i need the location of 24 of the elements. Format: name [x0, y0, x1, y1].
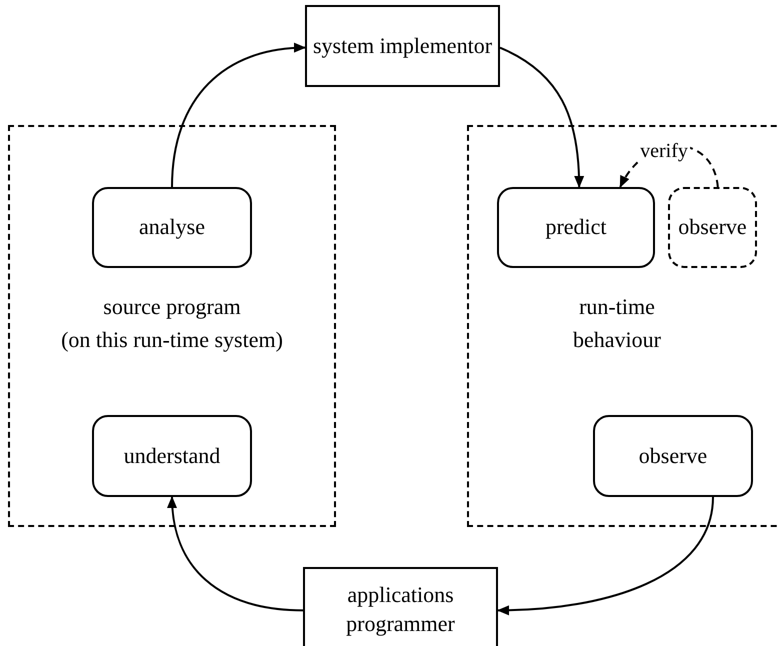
dashed-region [8, 125, 336, 527]
region-label: run-time behaviour [572, 293, 662, 354]
rounded-box [92, 187, 252, 268]
dashed-region [467, 125, 779, 527]
process-box [303, 567, 498, 646]
arrow [497, 496, 714, 616]
edge-label: verify [638, 141, 690, 161]
region-label: source program [103, 293, 241, 321]
rounded-box [92, 415, 252, 497]
arrow [171, 43, 306, 188]
node-label: system implementor [312, 32, 494, 60]
arrow [168, 496, 304, 612]
node-label: understand [122, 442, 222, 470]
rounded-box [497, 187, 655, 268]
node-label: predict [544, 213, 608, 242]
node-label: applications programmer [345, 580, 456, 638]
node-label: analyse [138, 213, 206, 242]
node-label: observe [638, 442, 708, 470]
region-label: (on this run-time system) [61, 326, 283, 354]
arrow [500, 46, 584, 188]
node-label: observe [677, 213, 748, 242]
dashed-rounded-box [668, 187, 757, 268]
rounded-box [593, 415, 753, 497]
process-box [305, 5, 500, 87]
